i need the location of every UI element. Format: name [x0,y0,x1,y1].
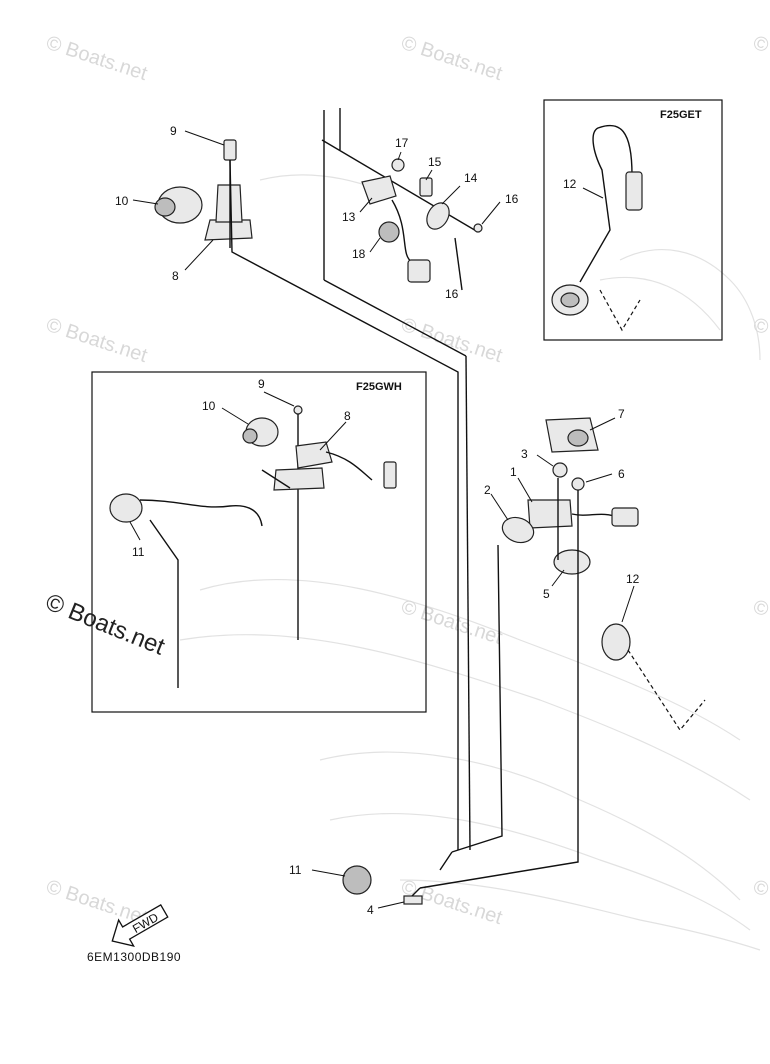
switch-part-1 [527,499,573,529]
bolt-part-9-gwh [293,405,303,415]
callout-9: 9 [170,124,177,138]
wire-route-c [451,544,503,853]
callout-10-gwh: 10 [202,399,216,413]
holder-part-5 [553,549,591,575]
callout-1: 1 [510,465,517,479]
harness-assembly-top-center [321,108,483,357]
watermark-text: © Boats.net [43,32,150,85]
bracket-part-8-gwh [273,467,325,491]
callout-14: 14 [464,171,478,185]
diagram-code: 6EM1300DB190 [87,950,181,964]
engine-ghost-outline [179,174,761,951]
f25get-box [543,99,723,341]
f25gwh-assembly [109,405,397,688]
callout-16a: 16 [505,192,519,206]
watermark-prominent: © Boats.net [42,589,169,661]
watermark-text: © Boats.net [398,596,505,649]
callout-11-gwh: 11 [132,545,145,559]
callout-16b: 16 [445,287,459,301]
screw-part-16 [473,223,483,233]
callout-2: 2 [484,483,491,497]
band-part-4 [403,895,423,905]
callout-17: 17 [395,136,409,150]
bracket-part-8 [204,219,253,241]
watermark-text: © Boats.net [750,876,770,929]
callout-12-right: 12 [626,572,640,586]
watermark-text: © Boats.net [43,314,150,367]
watermark-text: © Boats.net [398,32,505,85]
bolt-part-9 [223,139,237,161]
f25gwh-title: F25GWH [356,381,402,393]
watermark-text: © Boats.net [750,596,770,649]
wire-route-a [229,159,459,850]
callout-8-gwh: 8 [344,409,351,423]
grommet-part-14 [426,202,450,230]
connector-part-12-plug [625,171,643,211]
callout-10: 10 [115,194,129,208]
callout-5: 5 [543,587,550,601]
bottom-parts [342,851,453,905]
callout-9-gwh: 9 [258,377,265,391]
cap-part-11 [342,865,372,895]
callout-7: 7 [618,407,625,421]
bolt-part-3 [552,462,568,478]
f25gwh-box [91,371,427,713]
callout-11-bottom: 11 [289,863,302,877]
plate-part-2 [501,516,535,544]
watermark-text: © Boats.net [750,32,770,85]
connector-lower [407,259,431,283]
callout-3: 3 [521,447,528,461]
cap-part-12 [601,623,631,661]
callout-15: 15 [428,155,442,169]
nut-part-18 [378,221,400,243]
switch-assembly-top-left [154,139,253,241]
callout-4: 4 [367,903,374,917]
callout-13: 13 [342,210,356,224]
callout-12-get: 12 [563,177,577,191]
connector-part-13 [361,175,397,205]
f25get-title: F25GET [660,109,702,121]
callout-6: 6 [618,467,625,481]
watermark-faint-group: © Boats.net © Boats.net © Boats.net © Bo… [43,32,770,929]
clip-part-17 [391,158,405,172]
collar-part-15 [419,177,433,197]
callout-18: 18 [352,247,366,261]
f25get-harness [551,124,643,332]
watermark-text: © Boats.net [398,314,505,367]
callout-8: 8 [172,269,179,283]
washer-part-6 [571,477,585,491]
sender-part-11-gwh [109,493,143,523]
wire-route-b [419,490,579,889]
switch-assembly-right [501,417,706,732]
